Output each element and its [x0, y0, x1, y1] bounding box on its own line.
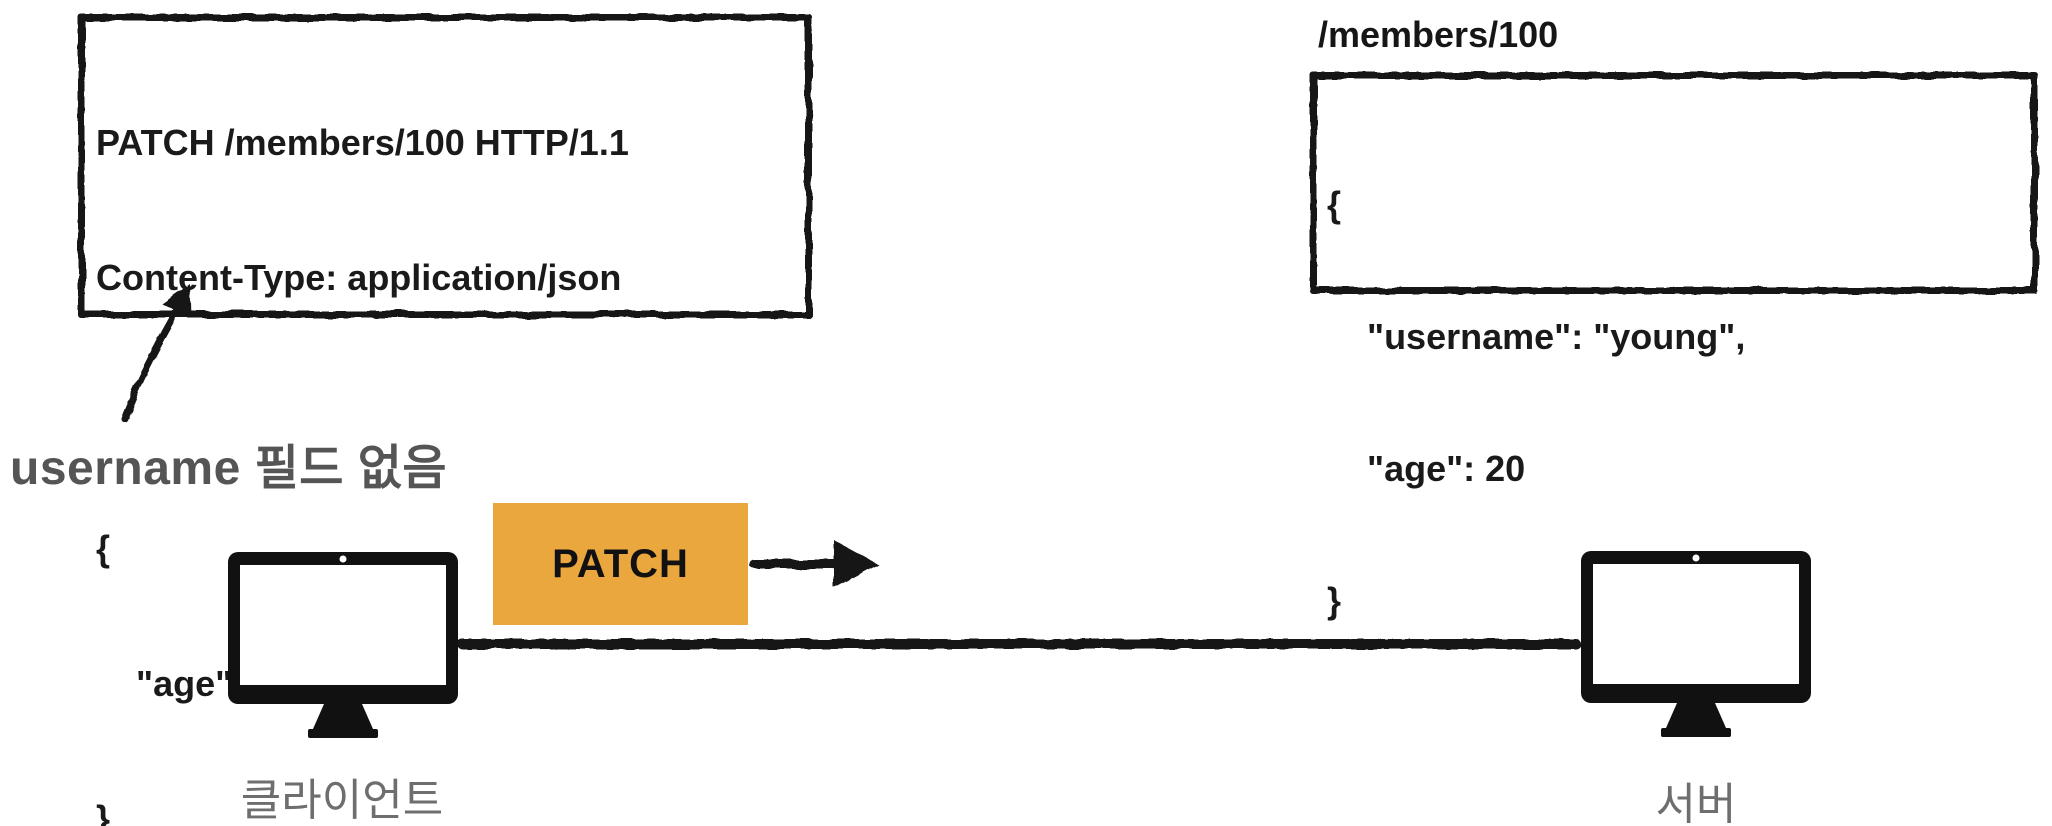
resource-box: { "username": "young", "age": 20 }: [1327, 95, 2027, 711]
resource-json-line: }: [1327, 580, 1342, 621]
resource-box-border: [1310, 72, 2038, 294]
annotation-no-username-field: username 필드 없음: [10, 442, 448, 495]
client-label: 클라이언트: [240, 776, 444, 825]
client-server-connection-line: [457, 639, 1581, 649]
resource-path-label: /members/100: [1318, 14, 1559, 55]
resource-json-line: "username": "young",: [1367, 316, 1746, 357]
request-line: Content-Type: application/json: [96, 257, 622, 298]
patch-method-label: PATCH: [552, 541, 689, 586]
request-json-line: {: [96, 528, 111, 569]
resource-json-line: {: [1327, 184, 1342, 225]
resource-json-line: "age": 20: [1367, 448, 1526, 489]
arrow-up-right-icon: [120, 284, 191, 422]
request-json-line: }: [96, 798, 111, 826]
server-monitor-icon: [1581, 551, 1811, 737]
patch-method-box: PATCH: [493, 503, 748, 625]
server-label: 서버: [1655, 780, 1737, 826]
request-box-border: [78, 14, 812, 318]
request-line: PATCH /members/100 HTTP/1.1: [96, 122, 629, 163]
client-monitor-icon: [228, 552, 458, 738]
arrow-right-icon: [750, 540, 878, 588]
